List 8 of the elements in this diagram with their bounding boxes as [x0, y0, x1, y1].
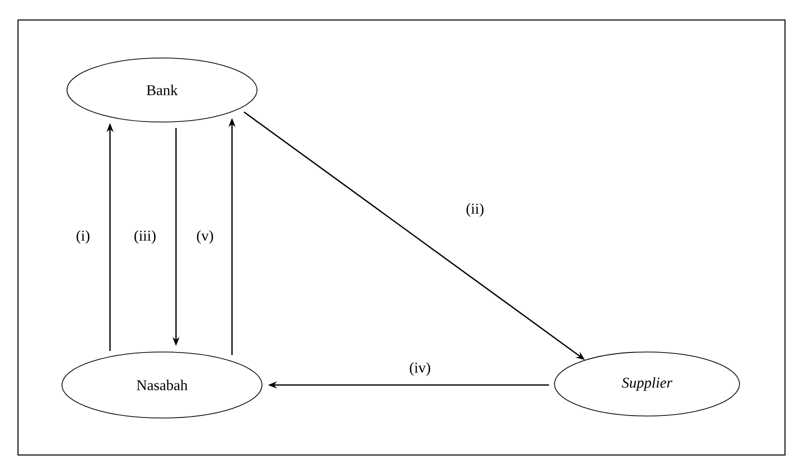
edge-label: (iii): [134, 230, 156, 244]
edge-label: (ii): [466, 203, 484, 217]
edge-label: (v): [196, 230, 214, 244]
ellipse-node: Nasabah: [62, 352, 262, 418]
edge-label: (i): [76, 230, 90, 244]
ellipse-node: Bank: [66, 58, 258, 122]
ellipse-node: Supplier: [554, 352, 740, 416]
edge-label: (iv): [410, 362, 430, 376]
